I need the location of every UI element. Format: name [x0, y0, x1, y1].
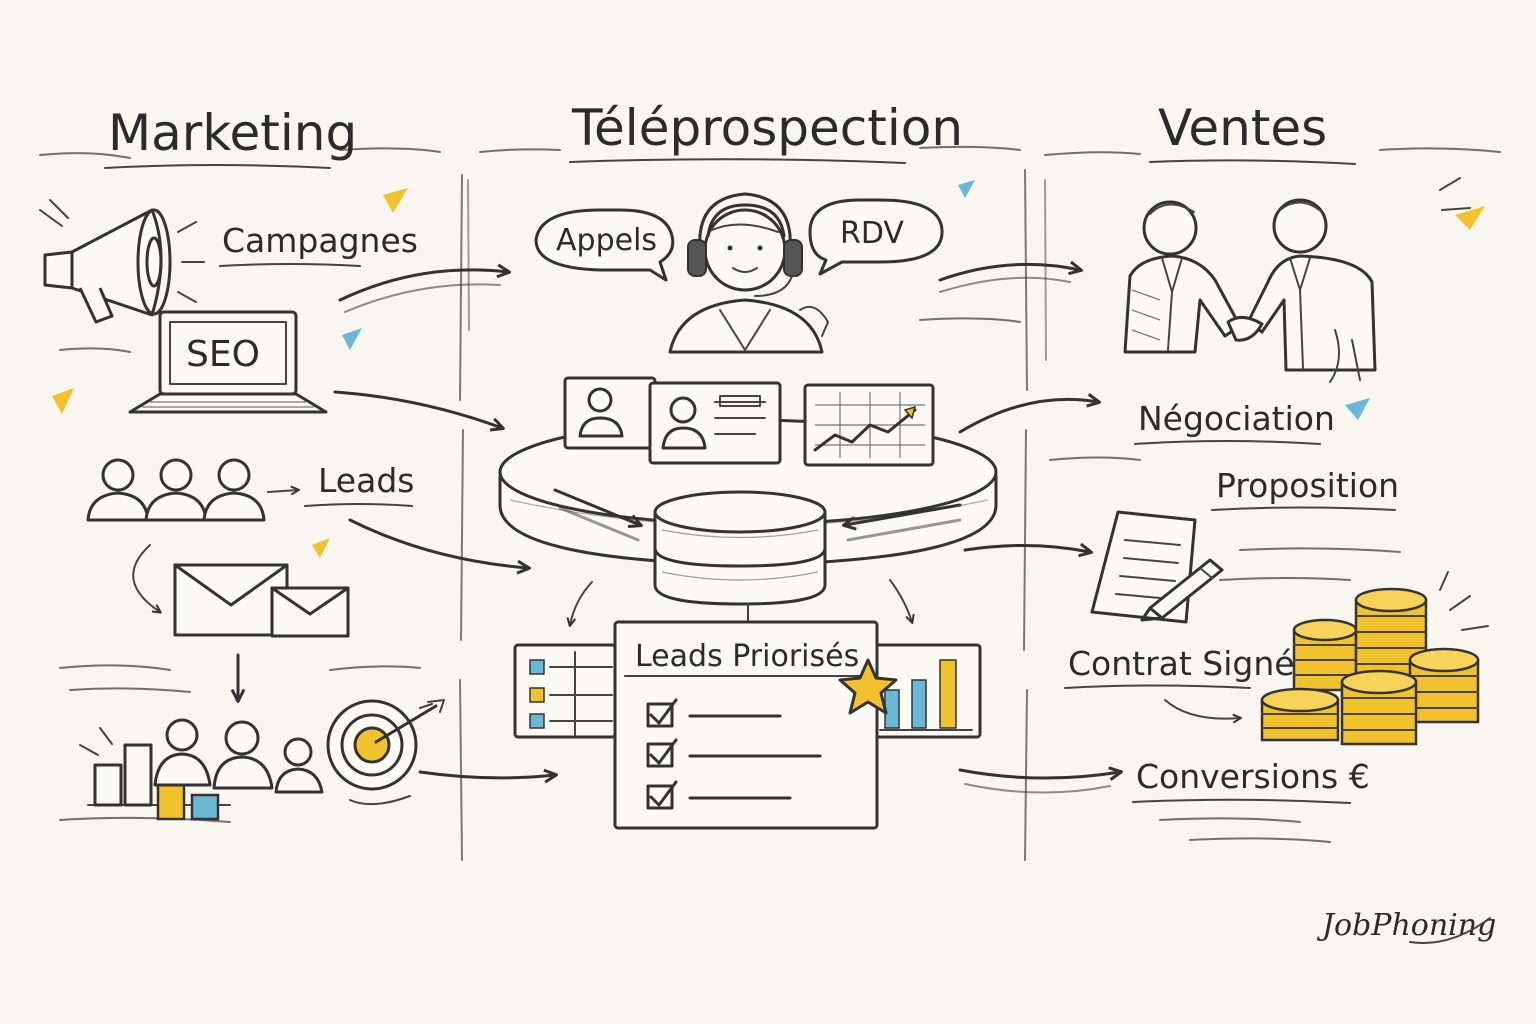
speech-bubble-icon-rdv	[808, 198, 944, 276]
people-crowd-icon	[153, 718, 324, 794]
star-icon	[838, 658, 898, 715]
label-negociation: Négociation	[1138, 399, 1335, 438]
speech-bubble-icon-appels	[534, 208, 675, 282]
accent-marks	[52, 180, 1485, 558]
checklist-icon	[646, 698, 822, 810]
side-bar-card	[870, 643, 982, 739]
laptop-icon	[128, 310, 328, 414]
database-arrows	[553, 488, 962, 627]
label-campagnes: Campagnes	[222, 221, 418, 260]
flow-arrows-teleprospection	[938, 260, 1123, 794]
envelope-icon	[132, 544, 350, 638]
line-chart-card-icon	[803, 383, 935, 467]
heading-marketing: Marketing	[108, 104, 357, 162]
laptop-screen-seo: SEO	[186, 334, 260, 375]
prioritized-leads-card	[613, 620, 879, 830]
side-table-card	[513, 643, 617, 739]
profile-card-icon	[563, 376, 782, 465]
decor-strokes	[39, 145, 1501, 843]
bubble-rdv: RDV	[840, 216, 904, 251]
headset-agent-icon	[668, 192, 829, 354]
people-group-icon	[86, 458, 266, 522]
column-separators	[459, 169, 1047, 861]
megaphone-icon	[39, 199, 205, 324]
coin-stack-icon	[1260, 571, 1489, 746]
heading-ventes: Ventes	[1158, 99, 1327, 157]
brand-logo: JobPhoning	[1316, 908, 1496, 943]
column-headings: Marketing Téléprospection Ventes	[104, 99, 1356, 169]
flow-arrows-marketing	[333, 263, 558, 784]
bar-chart-icon	[79, 727, 231, 821]
contract-pen-icon	[1090, 510, 1224, 624]
target-icon	[326, 699, 445, 806]
label-conversions: Conversions €	[1136, 757, 1370, 796]
label-contrat-signe: Contrat Signé	[1068, 644, 1295, 683]
heading-teleprospection: Téléprospection	[571, 99, 963, 157]
label-proposition: Proposition	[1216, 466, 1399, 505]
prioritized-card-title: Leads Priorisés	[635, 639, 859, 674]
handshake-icon	[1123, 177, 1471, 383]
label-leads: Leads	[318, 461, 414, 500]
database-icon	[653, 490, 827, 623]
bubble-appels: Appels	[556, 223, 657, 258]
